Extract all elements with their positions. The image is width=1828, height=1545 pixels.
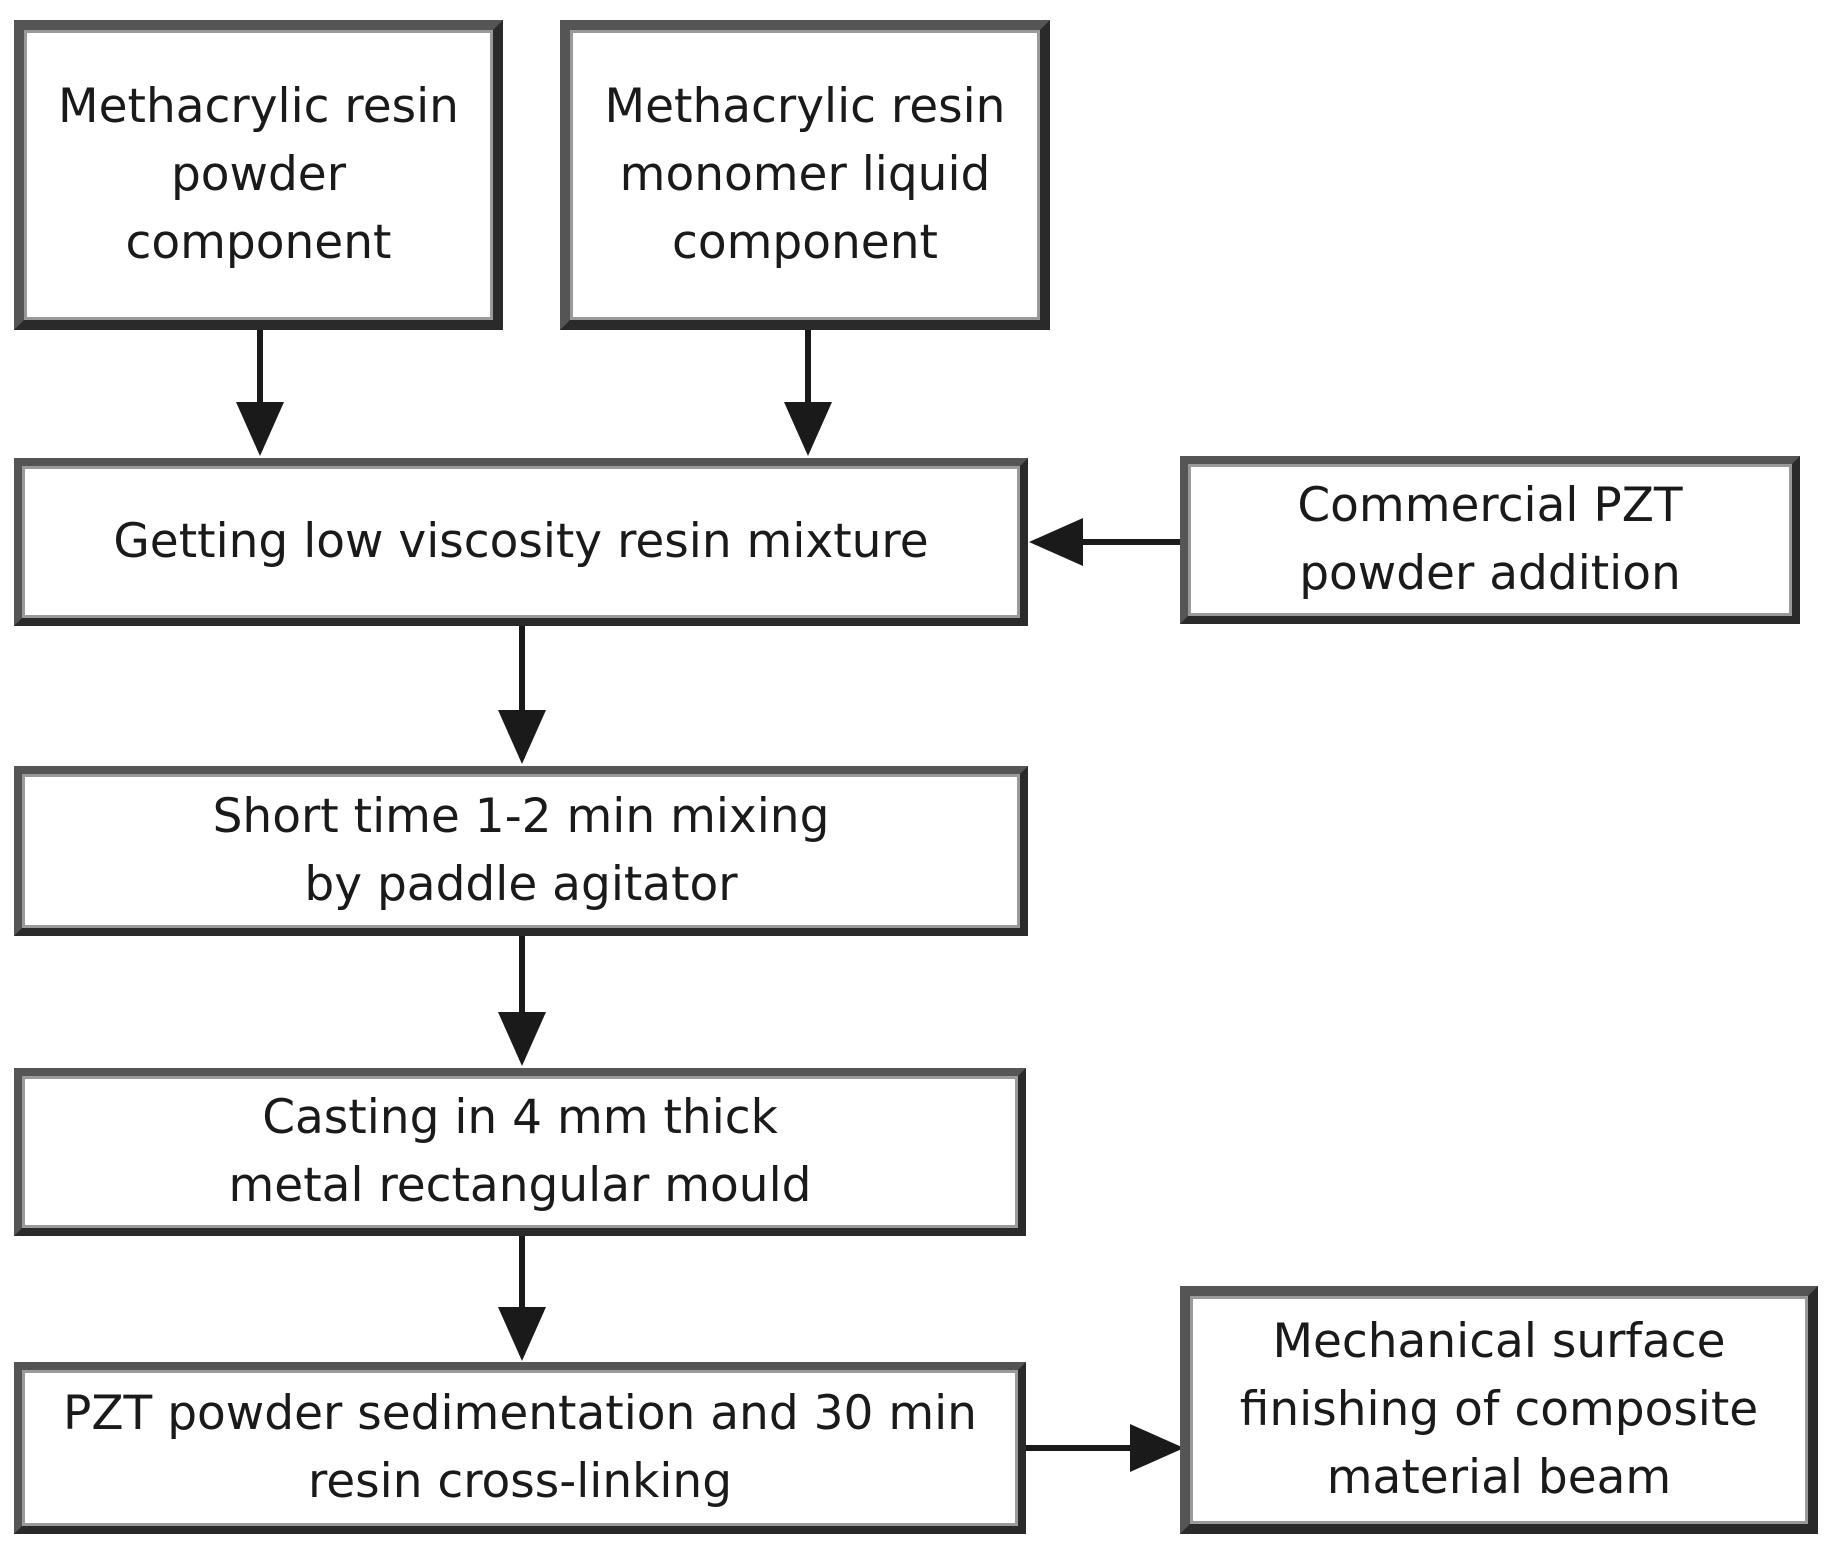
node-line: Commercial PZT (1297, 478, 1683, 533)
node-line: component (672, 215, 938, 270)
node-line: Methacrylic resin (58, 79, 459, 134)
node-line: powder addition (1299, 546, 1681, 601)
node-line: Casting in 4 mm thick (262, 1090, 778, 1145)
node-line: Short time 1-2 min mixing (212, 789, 830, 844)
node-monomer-component: Methacrylic resin monomer liquid compone… (560, 20, 1050, 330)
node-resin-mixture: Getting low viscosity resin mixture (14, 458, 1028, 626)
node-pzt-addition: Commercial PZT powder addition (1180, 456, 1800, 624)
node-line: Mechanical surface (1272, 1314, 1726, 1369)
node-line: Getting low viscosity resin mixture (113, 514, 929, 569)
node-line: by paddle agitator (304, 857, 738, 912)
node-line: Methacrylic resin (604, 79, 1006, 134)
node-powder-component: Methacrylic resin powder component (14, 20, 503, 330)
node-line: PZT powder sedimentation and 30 min (63, 1386, 977, 1441)
node-line: metal rectangular mould (228, 1158, 812, 1213)
node-casting: Casting in 4 mm thick metal rectangular … (14, 1068, 1026, 1236)
node-sedimentation: PZT powder sedimentation and 30 min resi… (14, 1362, 1026, 1534)
node-line: material beam (1326, 1450, 1672, 1505)
node-line: powder (170, 147, 347, 202)
node-line: finishing of composite (1239, 1382, 1759, 1437)
node-surface-finishing: Mechanical surface finishing of composit… (1180, 1286, 1818, 1534)
node-line: monomer liquid (619, 147, 991, 202)
node-mixing: Short time 1-2 min mixing by paddle agit… (14, 766, 1028, 936)
node-line: component (125, 215, 392, 270)
node-line: resin cross-linking (307, 1454, 733, 1509)
